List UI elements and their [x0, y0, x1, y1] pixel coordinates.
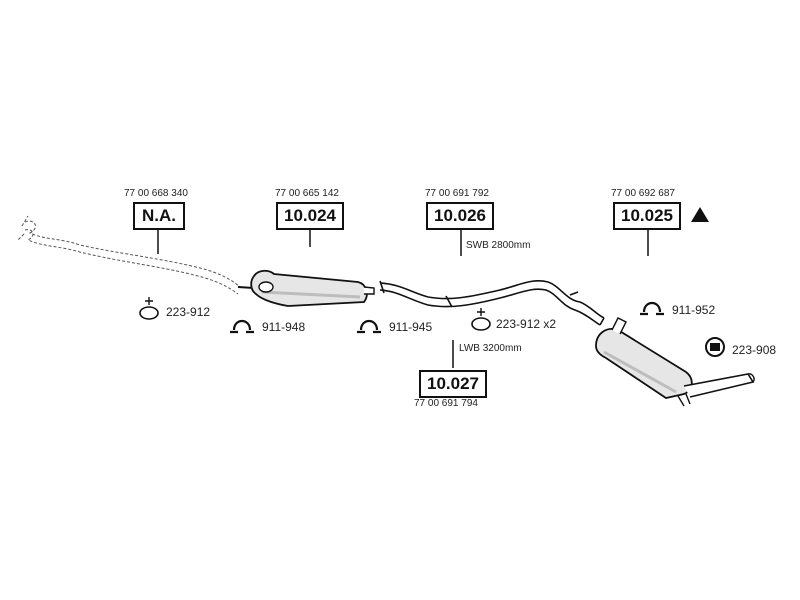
front-muffler-10-024 [237, 269, 375, 307]
warning-triangle-icon [691, 207, 709, 222]
gasket-ring-icon [139, 297, 159, 320]
rubber-mount-icon [705, 337, 725, 357]
oem-number: 77 00 692 687 [611, 188, 675, 199]
part-code-box[interactable]: 10.027 [419, 370, 487, 398]
part-code-box[interactable]: N.A. [133, 202, 185, 230]
part-code-box[interactable]: 10.024 [276, 202, 344, 230]
clamp-icon [230, 319, 254, 334]
oem-number: 77 00 665 142 [275, 188, 339, 199]
swb-note: SWB 2800mm [466, 240, 531, 251]
accessory-label[interactable]: 911-945 [389, 320, 433, 334]
accessory-label[interactable]: 223-908 [732, 343, 777, 357]
clamp-icon [357, 319, 381, 334]
part-code-box[interactable]: 10.026 [426, 202, 494, 230]
oem-number: 77 00 668 340 [124, 188, 188, 199]
intermediate-pipe-10-026 [379, 280, 605, 326]
accessory-label[interactable]: 223-912 x2 [496, 317, 557, 331]
oem-number: 77 00 691 792 [425, 188, 489, 199]
part-code-box[interactable]: 10.025 [613, 202, 681, 230]
gasket-ring-icon [471, 308, 491, 331]
clamp-icon [640, 301, 664, 316]
lwb-note: LWB 3200mm [459, 343, 522, 354]
rear-muffler-10-025 [595, 317, 755, 407]
oem-number: 77 00 691 794 [414, 398, 478, 409]
accessory-label[interactable]: 223-912 [166, 305, 211, 319]
accessory-label[interactable]: 911-948 [262, 320, 306, 334]
front-pipe-na [17, 215, 241, 295]
accessory-label[interactable]: 911-952 [672, 303, 716, 317]
